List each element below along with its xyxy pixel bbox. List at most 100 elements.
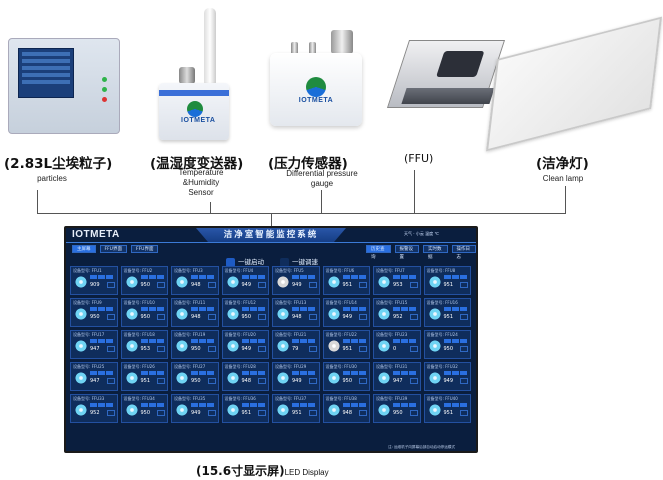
speed-button[interactable] [106,403,113,407]
on-button[interactable] [342,339,350,343]
on-button[interactable] [393,371,400,375]
speed-button[interactable] [207,307,214,311]
speed-input[interactable] [106,282,115,288]
speed-input[interactable] [207,346,216,352]
speed-button[interactable] [308,371,315,375]
on-button[interactable] [140,339,148,343]
speed-button[interactable] [308,275,315,279]
on-button[interactable] [443,275,451,279]
tab-logs[interactable]: 操作日志 [451,245,476,260]
speed-button[interactable] [257,371,265,375]
on-button[interactable] [292,403,299,407]
speed-input[interactable] [359,346,367,352]
tab-main[interactable]: 主屏幕 [72,245,96,253]
speed-button[interactable] [156,307,164,311]
speed-button[interactable] [207,403,214,407]
on-button[interactable] [191,403,198,407]
speed-button[interactable] [308,339,315,343]
off-button[interactable] [350,307,358,311]
speed-button[interactable] [358,339,366,343]
on-button[interactable] [90,275,97,279]
off-button[interactable] [98,403,105,407]
on-button[interactable] [342,403,350,407]
off-button[interactable] [249,371,257,375]
speed-input[interactable] [308,314,317,320]
speed-button[interactable] [106,371,113,375]
speed-input[interactable] [157,282,165,288]
off-button[interactable] [148,371,156,375]
off-button[interactable] [401,403,408,407]
speed-input[interactable] [207,282,216,288]
off-button[interactable] [148,275,156,279]
on-button[interactable] [241,339,249,343]
speed-input[interactable] [106,314,115,320]
off-button[interactable] [300,371,307,375]
on-button[interactable] [443,371,451,375]
off-button[interactable] [350,371,358,375]
speed-button[interactable] [358,307,366,311]
on-button[interactable] [191,339,198,343]
speed-button[interactable] [156,339,164,343]
speed-button[interactable] [308,307,315,311]
off-button[interactable] [199,371,206,375]
on-button[interactable] [443,307,451,311]
off-button[interactable] [451,371,459,375]
off-button[interactable] [98,339,105,343]
off-button[interactable] [350,339,358,343]
on-button[interactable] [393,403,400,407]
speed-button[interactable] [257,403,265,407]
off-button[interactable] [98,371,105,375]
on-button[interactable] [191,275,198,279]
tab-ffu-1[interactable]: FFU界面 [99,245,127,253]
speed-input[interactable] [409,378,418,384]
speed-button[interactable] [358,403,366,407]
speed-input[interactable] [308,346,317,352]
speed-input[interactable] [258,314,266,320]
speed-input[interactable] [409,314,418,320]
speed-input[interactable] [258,346,266,352]
on-button[interactable] [140,403,148,407]
off-button[interactable] [451,275,459,279]
one-click-start-button[interactable]: 一键启动 [226,256,264,267]
speed-button[interactable] [358,275,366,279]
speed-button[interactable] [308,403,315,407]
on-button[interactable] [342,307,350,311]
speed-button[interactable] [459,339,467,343]
speed-button[interactable] [358,371,366,375]
off-button[interactable] [451,339,459,343]
on-button[interactable] [241,371,249,375]
speed-input[interactable] [460,282,468,288]
speed-input[interactable] [460,346,468,352]
on-button[interactable] [191,307,198,311]
speed-input[interactable] [157,314,165,320]
speed-input[interactable] [359,410,367,416]
on-button[interactable] [191,371,198,375]
speed-input[interactable] [157,410,165,416]
speed-input[interactable] [207,410,216,416]
tab-ffu-2[interactable]: FFU界面 [130,245,159,253]
speed-button[interactable] [409,403,416,407]
off-button[interactable] [148,403,156,407]
on-button[interactable] [90,307,97,311]
speed-input[interactable] [207,378,216,384]
speed-button[interactable] [409,275,416,279]
off-button[interactable] [199,403,206,407]
on-button[interactable] [90,403,97,407]
off-button[interactable] [199,275,206,279]
off-button[interactable] [401,275,408,279]
speed-input[interactable] [460,378,468,384]
